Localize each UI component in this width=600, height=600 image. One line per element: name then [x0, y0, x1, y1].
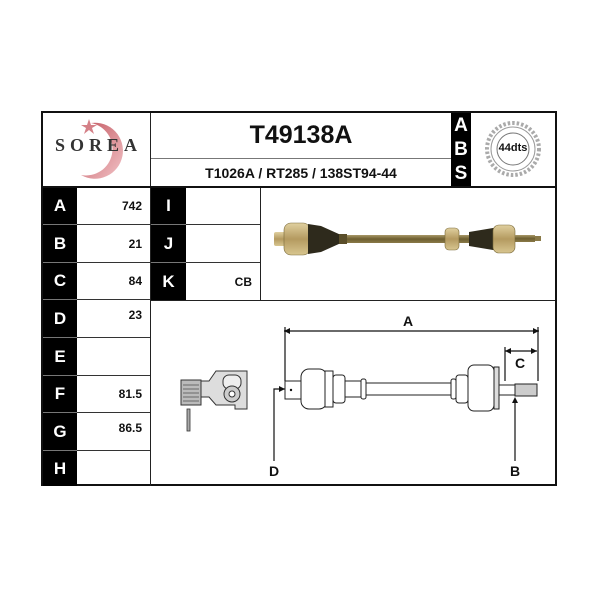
spec-label-k: K: [151, 263, 186, 300]
spec-value-c: 84: [77, 263, 150, 300]
spec-label-h: H: [43, 451, 77, 486]
divider: [150, 113, 151, 186]
tripod-joint-icon: [180, 370, 248, 432]
abs-letter-a: A: [454, 114, 468, 136]
logo-cell: SOREA: [43, 113, 150, 186]
abs-teeth-count: 44dts: [498, 142, 528, 154]
dimension-diagram: A C D B: [261, 301, 555, 486]
divider: [151, 158, 451, 159]
spec-value-b: 21: [77, 225, 150, 263]
brand-name: SOREA: [55, 135, 143, 155]
spec-value-j: [186, 225, 260, 263]
spec-value-g: 86.5: [77, 413, 150, 451]
drive-shaft-photo-icon: [274, 222, 541, 256]
divider: [260, 188, 261, 300]
part-number-title: T49138A: [249, 121, 353, 149]
product-spec-sheet: SOREA T49138A T1026A / RT285 / 138ST94-4…: [41, 111, 557, 486]
spec-value-h: [77, 451, 150, 486]
shaft-dimension-drawing: [273, 327, 539, 461]
drive-shaft-photo: [261, 188, 555, 300]
divider: [151, 300, 555, 301]
abs-gear-icon: [485, 121, 541, 177]
spec-label-c: C: [43, 263, 77, 300]
spec-value-i: [186, 188, 260, 225]
spec-value-e: [77, 338, 150, 376]
dimension-b-label: B: [510, 463, 521, 479]
divider: [43, 186, 555, 188]
abs-letter-s: S: [454, 163, 468, 185]
abs-letter-b: B: [454, 138, 468, 160]
tripod-joint-diagram: [151, 301, 261, 486]
dimension-c-label: C: [515, 355, 526, 371]
spec-label-a: A: [43, 188, 77, 225]
spec-label-b: B: [43, 225, 77, 263]
spec-label-j: J: [151, 225, 186, 263]
divider: [150, 188, 151, 486]
abs-ring-cell: 44dts: [471, 113, 555, 186]
spec-value-a: 742: [77, 188, 150, 225]
cross-reference-numbers: T1026A / RT285 / 138ST94-44: [205, 165, 397, 181]
spec-value-f: 81.5: [77, 376, 150, 413]
spec-label-f: F: [43, 376, 77, 413]
dimension-a-label: A: [403, 313, 414, 329]
spec-label-e: E: [43, 338, 77, 376]
sorea-logo-arc-icon: [81, 119, 123, 179]
dimension-d-label: D: [269, 463, 280, 479]
spec-label-i: I: [151, 188, 186, 225]
abs-label: A B S: [451, 113, 471, 186]
spec-value-k: CB: [234, 274, 252, 289]
spec-label-d: D: [43, 300, 77, 338]
spec-value-d: 23: [77, 300, 150, 338]
spec-label-g: G: [43, 413, 77, 451]
